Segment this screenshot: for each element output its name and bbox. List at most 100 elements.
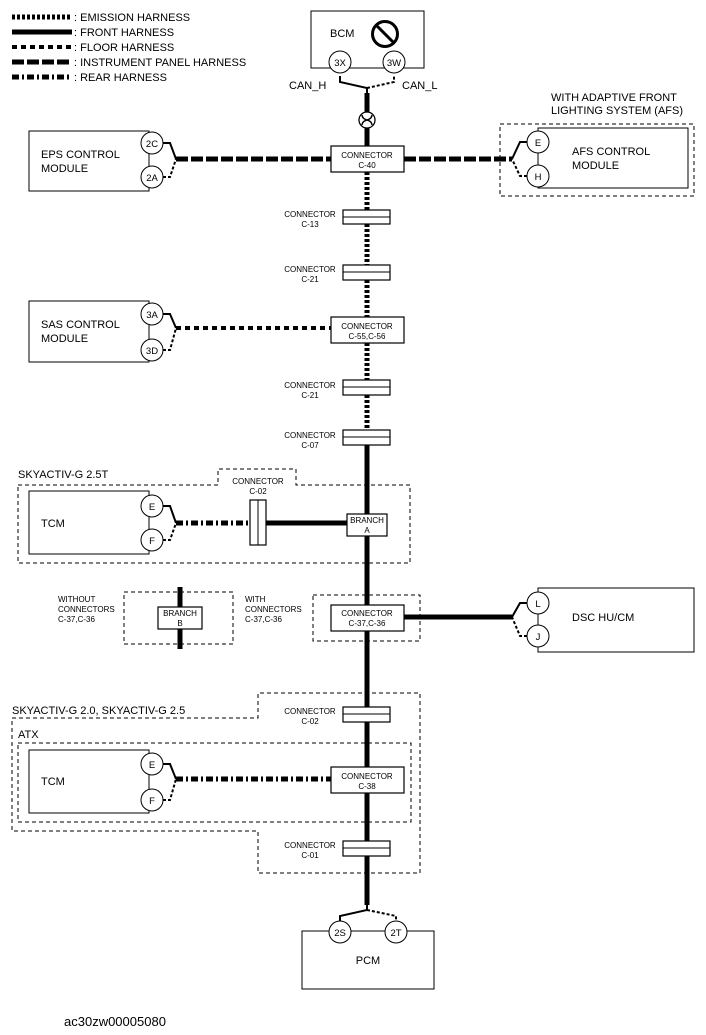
eps-control-module-box <box>28 130 150 192</box>
sas-pin-3a-label: 3A <box>146 310 158 321</box>
afs-pin-h-label: H <box>535 172 542 183</box>
connector-c07-id: C-07 <box>301 441 319 450</box>
afs-label-line2: MODULE <box>572 160 619 172</box>
without-connectors-line3: C-37,C-36 <box>58 615 95 624</box>
tcm-atx-box <box>28 749 150 814</box>
with-connectors-line2: CONNECTORS <box>245 605 302 614</box>
connector-c02-word: CONNECTOR <box>284 707 336 716</box>
connector-c02-id: C-02 <box>301 717 319 726</box>
dsc-label: DSC HU/CM <box>572 612 634 624</box>
dsc-pin-l <box>526 591 550 615</box>
branch-b-option-box <box>123 591 234 645</box>
pcm-pin-2s-label: 2S <box>334 928 346 939</box>
tcm-atx-label: TCM <box>41 776 65 788</box>
tcm2-wire-h <box>163 763 177 780</box>
pcm-pin-2t-label: 2T <box>390 928 401 939</box>
tcm-atx-pin-f-label: F <box>149 796 155 807</box>
pcm-box <box>301 930 435 990</box>
afs-control-module-box <box>537 127 689 189</box>
atx-group-box <box>17 742 412 823</box>
bcm-pin-3x <box>328 50 352 74</box>
eps-pin-2c <box>140 131 164 155</box>
twisted-pair-icon <box>358 111 376 129</box>
without-connectors-line1: WITHOUT <box>58 595 95 604</box>
eps-pin-2a-label: 2A <box>146 173 158 184</box>
connector-c13-id: C-13 <box>301 220 319 229</box>
eps-label-line2: MODULE <box>41 163 88 175</box>
sas-label-line2: MODULE <box>41 333 88 345</box>
dsc-hu-cm-box <box>537 587 695 653</box>
afs-wire-l <box>511 158 527 177</box>
sas-pin-3d-label: 3D <box>146 346 158 357</box>
connector-c55-word: CONNECTOR <box>341 322 393 331</box>
sas-wire-l <box>163 327 177 351</box>
afs-pin-h <box>526 164 550 188</box>
connector-c55-c56 <box>330 316 405 344</box>
sas-pin-3d <box>140 338 164 362</box>
bcm-pin-3w <box>382 50 406 74</box>
tcm25t-wire-h <box>163 505 177 524</box>
skyactiv-25t-group-box <box>17 468 411 564</box>
bcm-label: BCM <box>330 28 354 40</box>
branch-b <box>157 606 203 630</box>
connector-c37-id: C-37,C-36 <box>349 619 386 628</box>
pcm-label: PCM <box>356 955 380 967</box>
eps-wire-l <box>163 158 177 178</box>
skyactiv-25t-group-label: SKYACTIV-G 2.5T <box>18 469 109 481</box>
atx-group-label: ATX <box>18 729 39 741</box>
connector-c13-word: CONNECTOR <box>284 210 336 219</box>
dsc-pin-l-label: L <box>535 599 540 610</box>
pcm-wire-h <box>339 905 368 922</box>
tcm-atx-pin-f <box>140 788 164 812</box>
eps-pin-2c-label: 2C <box>146 139 158 150</box>
skyactiv-20-group-box <box>11 692 421 874</box>
connector-c37-c36 <box>330 604 405 632</box>
connector-c02-top-word: CONNECTOR <box>232 477 284 486</box>
connector-c40 <box>330 145 405 173</box>
without-connectors-line2: CONNECTORS <box>58 605 115 614</box>
connector-c01-word: CONNECTOR <box>284 841 336 850</box>
branch-a <box>346 513 388 537</box>
with-connectors-line1: WITH <box>245 595 266 604</box>
tcm25t-wire-l <box>163 522 177 541</box>
afs-label-line1: AFS CONTROL <box>572 146 650 158</box>
afs-pin-e <box>526 130 550 154</box>
pcm-wire-l <box>366 905 397 922</box>
connector-c21-upper-word: CONNECTOR <box>284 265 336 274</box>
afs-wire-h <box>511 141 527 160</box>
connector-c40-id: C-40 <box>358 161 376 170</box>
eps-label-line1: EPS CONTROL <box>41 149 120 161</box>
afs-group-label-line1: WITH ADAPTIVE FRONT <box>551 92 677 104</box>
branch-a-line2: A <box>364 526 370 535</box>
legend: : EMISSION HARNESS : FRONT HARNESS : FLO… <box>12 12 246 84</box>
afs-group-label-line2: LIGHTING SYSTEM (AFS) <box>551 105 683 117</box>
bcm-can-h-wire <box>339 76 368 93</box>
branch-b-line1: BRANCH <box>163 609 197 618</box>
sas-pin-3a <box>140 302 164 326</box>
branch-a-line1: BRANCH <box>350 516 384 525</box>
dsc-wire-h <box>511 602 527 618</box>
can-l-label: CAN_L <box>402 80 437 92</box>
connector-c21-lower-word: CONNECTOR <box>284 381 336 390</box>
connector-c21-upper-id: C-21 <box>301 275 319 284</box>
connector-c38-word: CONNECTOR <box>341 772 393 781</box>
sas-wire-h <box>163 313 177 329</box>
connector-c38 <box>330 766 405 794</box>
with-connectors-line3: C-37,C-36 <box>245 615 282 624</box>
legend-front-label: : FRONT HARNESS <box>74 27 174 39</box>
tcm-atx-pin-e-label: E <box>149 760 155 771</box>
pcm-pin-2s <box>328 920 352 944</box>
bcm-box <box>310 10 425 69</box>
figure-id: ac30zw00005080 <box>64 1014 166 1029</box>
tcm-atx-pin-e <box>140 752 164 776</box>
can-h-label: CAN_H <box>289 80 326 92</box>
connector-c37-word: CONNECTOR <box>341 609 393 618</box>
legend-instrument-label: : INSTRUMENT PANEL HARNESS <box>74 57 246 69</box>
tcm-25t-label: TCM <box>41 518 65 530</box>
connector-c07-word: CONNECTOR <box>284 431 336 440</box>
tcm-25t-pin-e <box>140 494 164 518</box>
afs-pin-e-label: E <box>535 138 541 149</box>
connector-c01-id: C-01 <box>301 851 319 860</box>
legend-rear-label: : REAR HARNESS <box>74 72 167 84</box>
